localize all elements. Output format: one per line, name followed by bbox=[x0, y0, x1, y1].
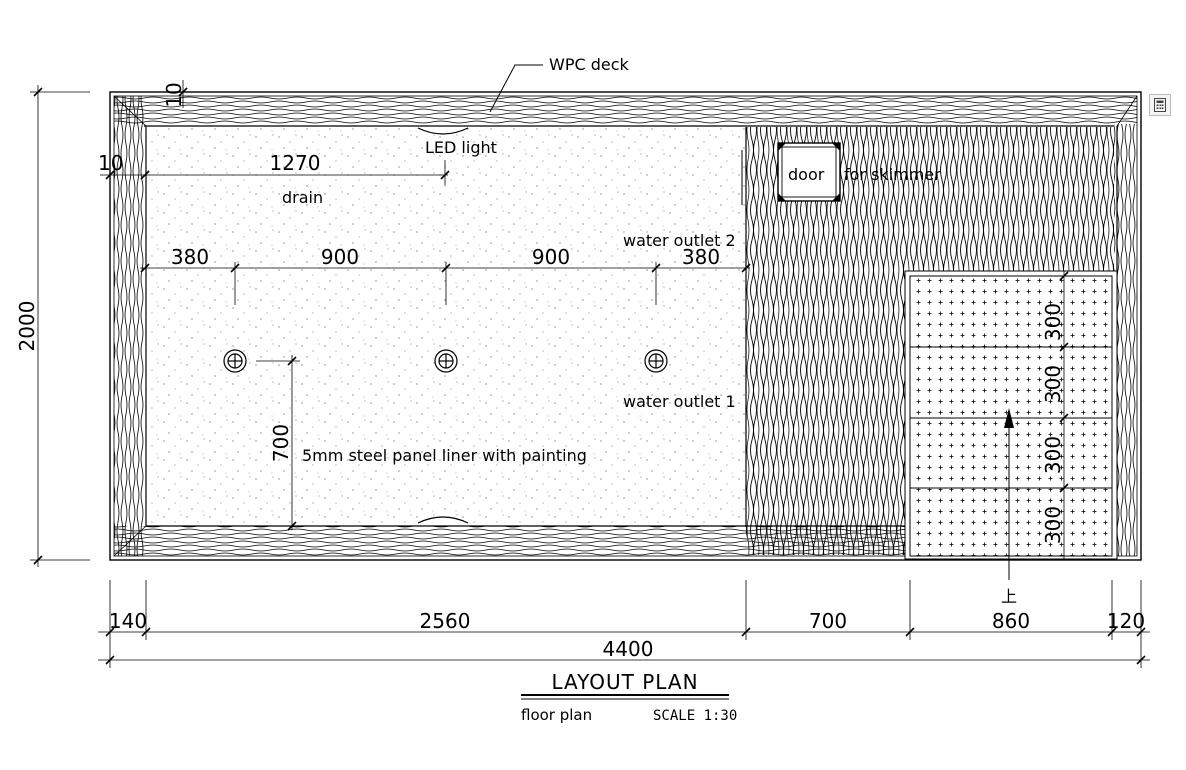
led-light-bottom-icon bbox=[417, 516, 469, 524]
wall-thickness-tick bbox=[178, 87, 188, 97]
drain-offset-dim: 1270 bbox=[270, 151, 321, 175]
skimmer-door-outer bbox=[777, 142, 841, 202]
drawing-subtitle: floor plan bbox=[521, 706, 592, 724]
bottom-tick-5 bbox=[1107, 627, 1117, 637]
water-outlet-left-icon bbox=[223, 349, 247, 373]
led-light-label: LED light bbox=[425, 138, 497, 157]
drain-dim-tick-1 bbox=[105, 170, 115, 180]
bottom-tick-6 bbox=[1136, 627, 1146, 637]
drawing-scale: SCALE 1:30 bbox=[653, 708, 737, 724]
step-tick-2 bbox=[1059, 342, 1069, 352]
bottom-dim-1: 140 bbox=[109, 609, 147, 633]
right-wall bbox=[1114, 124, 1137, 556]
outlet-dim-3: 900 bbox=[532, 245, 570, 269]
outer-frame bbox=[109, 91, 1142, 561]
bottom-dim-4: 860 bbox=[992, 609, 1030, 633]
drain-label: drain bbox=[282, 188, 323, 207]
skimmer-label: for skimmer bbox=[844, 165, 941, 184]
bottom-tick-1 bbox=[105, 627, 115, 637]
up-arrow-icon bbox=[1004, 408, 1014, 428]
length-tick-1 bbox=[105, 655, 115, 665]
led-light-top-icon bbox=[417, 127, 469, 135]
length-tick-2 bbox=[1136, 655, 1146, 665]
water-outlet-1-label: water outlet 1 bbox=[623, 392, 736, 411]
door-label: door bbox=[788, 165, 825, 184]
outlet-dim-2: 900 bbox=[321, 245, 359, 269]
outlet-dim-1: 380 bbox=[171, 245, 209, 269]
wall-thickness-dim: 10 bbox=[162, 82, 186, 107]
wpc-deck-label: WPC deck bbox=[549, 55, 630, 74]
skimmer-door-corners bbox=[778, 143, 840, 201]
height-tick-bottom bbox=[33, 555, 43, 565]
water-outlet-middle-icon bbox=[434, 349, 458, 373]
drain-dim-tick-2 bbox=[140, 170, 150, 180]
overall-length-dim: 4400 bbox=[603, 637, 654, 661]
outlet-wall-tick-1 bbox=[287, 356, 297, 366]
skimmer-door-inner bbox=[781, 146, 837, 198]
bottom-dim-2: 2560 bbox=[420, 609, 471, 633]
step-tick-4 bbox=[1059, 483, 1069, 493]
calculator-glyph bbox=[1154, 98, 1166, 112]
bottom-tick-4 bbox=[905, 627, 915, 637]
step-tick-1 bbox=[1059, 271, 1069, 281]
drain-offset-left-dim: 10 bbox=[98, 151, 123, 175]
bottom-dim-5: 120 bbox=[1107, 609, 1145, 633]
drawing-title: LAYOUT PLAN bbox=[551, 670, 698, 694]
step-dim-2: 300 bbox=[1041, 365, 1065, 403]
water-outlet-right-icon bbox=[644, 349, 668, 373]
left-wall bbox=[114, 96, 144, 556]
outlet-wall-tick-2 bbox=[287, 521, 297, 531]
corner-miter-bl bbox=[113, 525, 147, 557]
step-tick-3 bbox=[1059, 413, 1069, 423]
step-dim-4: 300 bbox=[1041, 506, 1065, 544]
stair-up-label: 上 bbox=[1001, 587, 1017, 606]
step-dim-3: 300 bbox=[1041, 436, 1065, 474]
pool-interior bbox=[147, 127, 745, 525]
bottom-dim-3: 700 bbox=[809, 609, 847, 633]
bottom-tick-2 bbox=[141, 627, 151, 637]
liner-label: 5mm steel panel liner with painting bbox=[302, 446, 587, 465]
water-outlet-2-label: water outlet 2 bbox=[623, 231, 736, 250]
deck-area-lower bbox=[746, 525, 906, 555]
corner-miter-tr bbox=[1116, 95, 1138, 127]
step-dim-1: 300 bbox=[1041, 303, 1065, 341]
wpc-deck-leader bbox=[489, 64, 543, 113]
outlet-wall-dim: 700 bbox=[269, 424, 293, 462]
outlet-dim-4: 380 bbox=[682, 245, 720, 269]
bottom-tick-3 bbox=[741, 627, 751, 637]
calculator-icon[interactable] bbox=[1149, 94, 1171, 116]
corner-miter-tl bbox=[113, 95, 147, 127]
outlet-tick-5 bbox=[741, 263, 751, 273]
overall-height-dim: 2000 bbox=[15, 301, 39, 352]
outlet-tick-1 bbox=[140, 263, 150, 273]
top-wall bbox=[114, 96, 1137, 124]
height-tick-top bbox=[33, 87, 43, 97]
